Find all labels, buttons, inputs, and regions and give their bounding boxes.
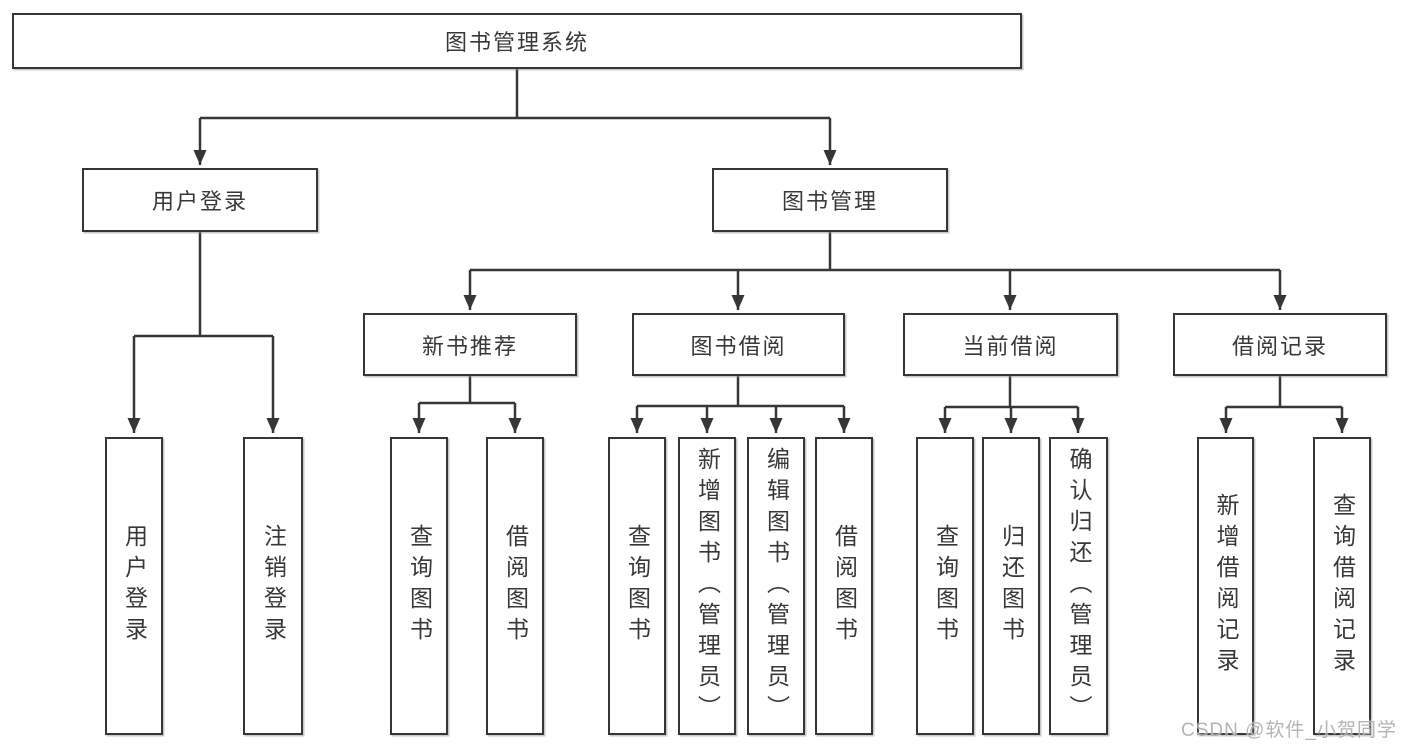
leaf-bb-borrow-books-label: 借阅图书 — [831, 524, 858, 648]
node-root: 图书管理系统 — [12, 13, 1022, 69]
leaf-br-query-record: 查询借阅记录 — [1313, 437, 1371, 735]
leaf-br-add-record: 新增借阅记录 — [1197, 437, 1254, 735]
node-book-management-label: 图书管理 — [781, 189, 878, 214]
leaf-nbr-query-books: 查询图书 — [390, 437, 448, 735]
node-root-label: 图书管理系统 — [444, 30, 589, 55]
leaf-cb-confirm-return-admin: 确认归还（管理员） — [1049, 437, 1108, 735]
node-book-management: 图书管理 — [712, 168, 948, 232]
leaf-bb-add-books-admin-label: 新增图书（管理员） — [694, 446, 721, 726]
node-new-book-recommend-label: 新书推荐 — [421, 333, 518, 359]
leaf-nbr-borrow-books: 借阅图书 — [486, 437, 544, 735]
leaf-bb-edit-books-admin-label: 编辑图书（管理员） — [763, 446, 790, 726]
leaf-br-query-record-label: 查询借阅记录 — [1329, 493, 1356, 679]
leaf-cb-query-books: 查询图书 — [916, 437, 974, 735]
leaf-bb-add-books-admin: 新增图书（管理员） — [678, 437, 736, 735]
leaf-br-add-record-label: 新增借阅记录 — [1213, 493, 1239, 679]
node-borrow-records-label: 借阅记录 — [1231, 333, 1328, 359]
node-book-borrow-label: 图书借阅 — [690, 333, 787, 359]
leaf-nbr-borrow-books-label: 借阅图书 — [502, 524, 529, 648]
leaf-cb-query-books-label: 查询图书 — [932, 524, 959, 648]
leaf-bb-query-books-label: 查询图书 — [624, 524, 651, 648]
node-current-borrow: 当前借阅 — [903, 313, 1118, 376]
leaf-bb-query-books: 查询图书 — [608, 437, 666, 735]
leaf-user-login-label: 用户登录 — [121, 524, 148, 648]
leaf-logout: 注销登录 — [243, 437, 303, 735]
csdn-watermark: CSDN @软件_小贺同学 — [1181, 720, 1397, 741]
node-book-borrow: 图书借阅 — [632, 313, 845, 376]
leaf-cb-return-books-label: 归还图书 — [998, 524, 1025, 648]
leaf-cb-return-books: 归还图书 — [982, 437, 1040, 735]
connector-lines — [127, 69, 1349, 433]
leaf-nbr-query-books-label: 查询图书 — [406, 524, 433, 648]
node-user-login-label: 用户登录 — [151, 189, 248, 214]
node-borrow-records: 借阅记录 — [1173, 313, 1387, 376]
leaf-cb-confirm-return-admin-label: 确认归还（管理员） — [1066, 446, 1092, 726]
leaf-bb-borrow-books: 借阅图书 — [815, 437, 873, 735]
leaf-bb-edit-books-admin: 编辑图书（管理员） — [747, 437, 805, 735]
leaf-user-login: 用户登录 — [105, 437, 163, 735]
node-new-book-recommend: 新书推荐 — [363, 313, 577, 376]
node-user-login: 用户登录 — [82, 168, 318, 232]
node-current-borrow-label: 当前借阅 — [962, 333, 1059, 359]
leaf-logout-label: 注销登录 — [260, 524, 287, 648]
